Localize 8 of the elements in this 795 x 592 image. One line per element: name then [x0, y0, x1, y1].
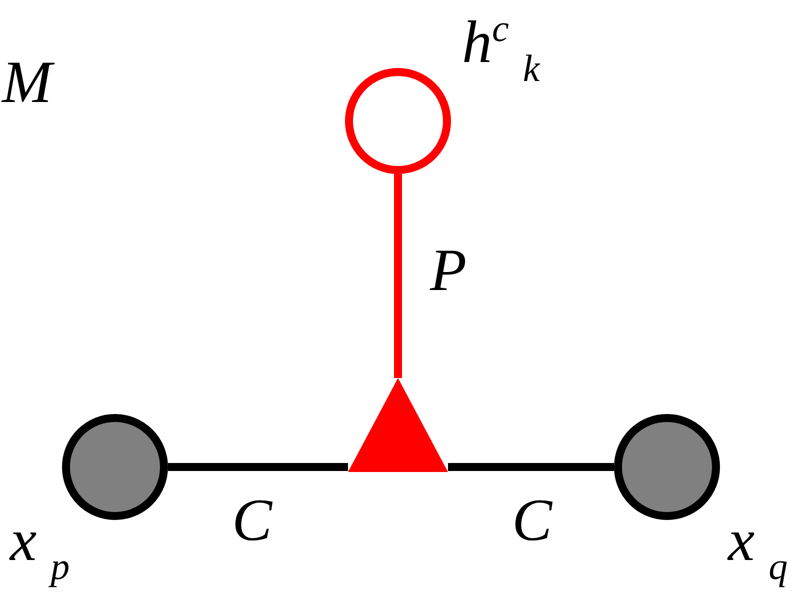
math-label: x$_{q}$: [728, 510, 788, 586]
connector-line: [448, 463, 614, 471]
connector-line: [168, 463, 348, 471]
math-label: x$_{p}$: [10, 510, 70, 586]
edge-label: P: [430, 240, 467, 300]
connector-line: [394, 174, 402, 378]
edge-label: C: [512, 490, 552, 550]
edge-label: C: [232, 490, 272, 550]
